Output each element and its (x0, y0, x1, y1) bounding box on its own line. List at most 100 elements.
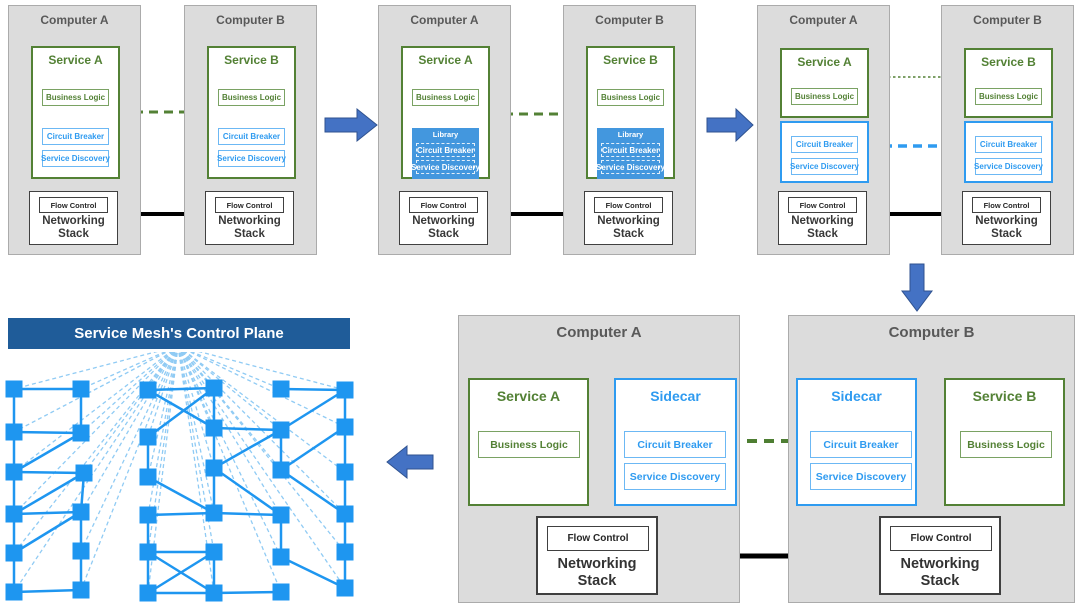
library-label: Library (617, 130, 644, 139)
panel-title: Computer A (556, 324, 642, 341)
mesh-node (272, 421, 290, 439)
computer-panel-stage1-b: Computer B Service B Business Logic Circ… (184, 5, 317, 255)
mesh-node (336, 579, 354, 597)
mesh-node (72, 542, 90, 560)
panel-title: Computer A (789, 13, 858, 27)
sidecar-title: Sidecar (831, 388, 882, 404)
mesh-node (336, 543, 354, 561)
control-plane-ray (83, 352, 175, 474)
networking-stack-box: Flow Control Networking Stack (536, 516, 658, 595)
service-b-box: Service B Business Logic Circuit Breaker… (207, 46, 296, 179)
mesh-node (72, 503, 90, 521)
extracted-proxy-box: Circuit Breaker Service Discovery (780, 121, 869, 183)
control-plane-ray (80, 352, 173, 434)
mesh-node (205, 543, 223, 561)
networking-stack-box: Flow Control Networking Stack (879, 516, 1001, 595)
mesh-edge (147, 386, 215, 439)
flow-control-box: Flow Control (972, 197, 1041, 213)
service-discovery-box: Service Discovery (810, 463, 912, 490)
mesh-edge (13, 431, 82, 474)
service-title: Service B (972, 388, 1037, 404)
mesh-edge (13, 510, 82, 516)
control-plane-ray (80, 352, 167, 390)
mesh-edge (280, 425, 346, 472)
down-arrow-icon (901, 263, 933, 312)
mesh-node (5, 544, 23, 562)
mesh-edge (280, 387, 346, 392)
networking-stack-label: Networking Stack (412, 215, 475, 241)
control-plane-ray (184, 352, 346, 473)
service-discovery-box: Service Discovery (974, 158, 1043, 175)
right-arrow-icon (706, 107, 754, 143)
networking-stack-label: Networking Stack (900, 556, 980, 590)
flow-control-box: Flow Control (215, 197, 284, 213)
control-plane-bar: Service Mesh's Control Plane (8, 318, 350, 349)
service-discovery-box: Service Discovery (790, 158, 859, 175)
control-plane-ray (80, 352, 176, 513)
networking-stack-label: Networking Stack (597, 215, 660, 241)
panel-title: Computer B (216, 13, 285, 27)
service-title: Service B (603, 53, 658, 67)
computer-panel-stage3-b: Computer B Service B Business Logic Circ… (941, 5, 1074, 255)
service-title: Service A (496, 388, 561, 404)
service-a-box: Service A Business Logic Library Circuit… (401, 46, 490, 179)
mesh-node (205, 379, 223, 397)
control-plane-ray (80, 352, 177, 591)
computer-panel-stage1-a: Computer A Service A Business Logic Circ… (8, 5, 141, 255)
service-b-box: Service B Business Logic (944, 378, 1065, 506)
control-plane-ray (147, 352, 178, 516)
service-title: Service A (797, 55, 852, 69)
mesh-node (336, 463, 354, 481)
service-a-box: Service A Business Logic (468, 378, 589, 506)
control-plane-ray (179, 352, 215, 469)
control-plane-ray (190, 352, 282, 390)
panel-title: Computer B (973, 13, 1042, 27)
service-discovery-box: Service Discovery (411, 160, 480, 174)
control-plane-ray (184, 352, 282, 431)
computer-panel-stage3-a: Computer A Service A Business Logic Circ… (757, 5, 890, 255)
mesh-node (5, 505, 23, 523)
mesh-edge (147, 386, 215, 392)
circuit-breaker-box: Circuit Breaker (218, 128, 285, 145)
sidecar-box: Sidecar Circuit Breaker Service Discover… (796, 378, 917, 506)
library-box: Library Circuit Breaker Service Discover… (596, 128, 665, 179)
mesh-node (272, 506, 290, 524)
business-logic-box: Business Logic (478, 431, 580, 458)
sidecar-box: Sidecar Circuit Breaker Service Discover… (614, 378, 737, 506)
panel-title: Computer B (888, 324, 975, 341)
mesh-node (272, 583, 290, 601)
control-plane-ray (198, 352, 346, 391)
mesh-node (139, 381, 157, 399)
circuit-breaker-box: Circuit Breaker (975, 136, 1042, 153)
mesh-node (205, 504, 223, 522)
service-a-box: Service A Business Logic Circuit Breaker… (31, 46, 120, 179)
circuit-breaker-box: Circuit Breaker (810, 431, 912, 458)
control-plane-ray (180, 352, 282, 516)
service-mesh-network (5, 352, 354, 602)
flow-control-box: Flow Control (39, 197, 108, 213)
library-box: Library Circuit Breaker Service Discover… (411, 128, 480, 179)
control-plane-ray (147, 352, 178, 478)
control-plane-ray (13, 352, 168, 433)
networking-stack-label: Networking Stack (975, 215, 1038, 241)
business-logic-box: Business Logic (218, 89, 285, 106)
mesh-node (205, 419, 223, 437)
mesh-edge (13, 470, 85, 475)
mesh-edge (280, 555, 346, 590)
flow-control-box: Flow Control (547, 526, 649, 551)
computer-panel-stage2-b: Computer B Service B Business Logic Libr… (563, 5, 696, 255)
circuit-breaker-box: Circuit Breaker (416, 143, 475, 157)
computer-panel-sidecar-b: Computer B Sidecar Circuit Breaker Servi… (788, 315, 1075, 603)
mesh-edge (13, 588, 82, 594)
business-logic-box: Business Logic (975, 88, 1042, 105)
mesh-node (205, 459, 223, 477)
mesh-node (72, 424, 90, 442)
mesh-edge (147, 550, 215, 595)
networking-stack-box: Flow Control Networking Stack (205, 191, 294, 245)
library-label: Library (432, 130, 459, 139)
mesh-node (5, 583, 23, 601)
control-plane-ray (188, 352, 346, 428)
control-plane-ray (80, 352, 176, 552)
mesh-edge (13, 471, 85, 516)
